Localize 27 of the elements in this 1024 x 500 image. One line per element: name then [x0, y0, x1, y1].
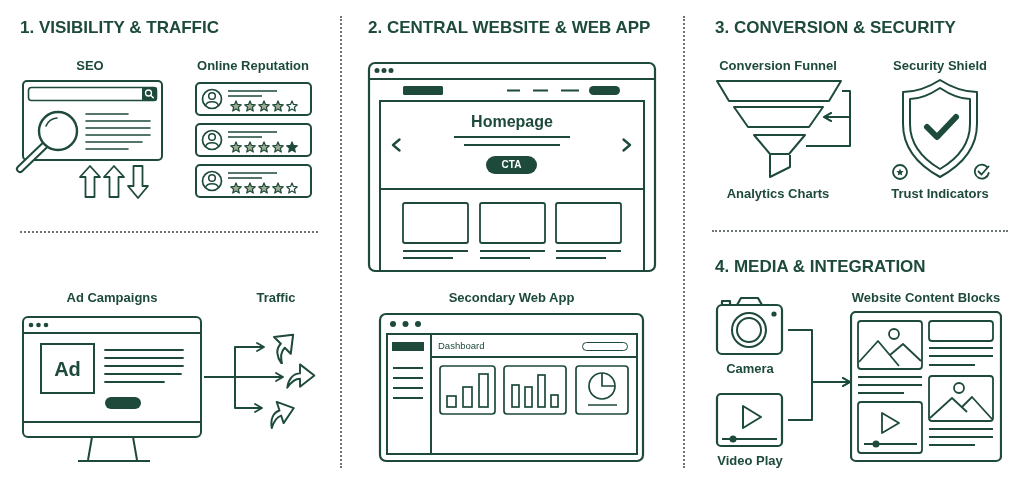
hero-title: Homepage — [471, 112, 553, 132]
funnel-layer — [753, 134, 806, 155]
illustration-title: Traffic — [256, 290, 296, 306]
section-heading: 3. CONVERSION & SECURITY — [715, 18, 956, 38]
illustration-title: Analytics Charts — [726, 186, 830, 202]
caption-text: Video Play — [717, 453, 783, 469]
connector-arrow — [203, 376, 263, 413]
illustration-title: Secondary Web App — [448, 290, 575, 306]
connector-arrow — [787, 377, 851, 421]
connector-arrow — [805, 112, 851, 147]
illustration-title: SEO — [76, 58, 104, 74]
hero-panel — [379, 100, 645, 190]
dashboard-title: Dashboard — [438, 339, 485, 352]
section-heading: 1. VISIBILITY & TRAFFIC — [20, 18, 219, 38]
cta-button: CTA — [486, 156, 537, 174]
funnel-layer — [716, 80, 842, 102]
illustration-title: Ad Campaigns — [66, 290, 158, 306]
caption-text: Camera — [726, 361, 774, 377]
illustration-title: Website Content Blocks — [851, 290, 1001, 306]
section-heading: 2. CENTRAL WEBSITE & WEB APP — [368, 18, 651, 38]
illustration-title: Security Shield — [893, 58, 987, 74]
illustration-title: Trust Indicators — [891, 186, 989, 202]
illustration-title: Online Reputation — [197, 58, 309, 74]
ad-banner: Ad — [40, 343, 95, 394]
illustration-title: Conversion Funnel — [719, 58, 837, 74]
section-heading: 4. MEDIA & INTEGRATION — [715, 257, 926, 277]
funnel-layer — [733, 106, 824, 128]
